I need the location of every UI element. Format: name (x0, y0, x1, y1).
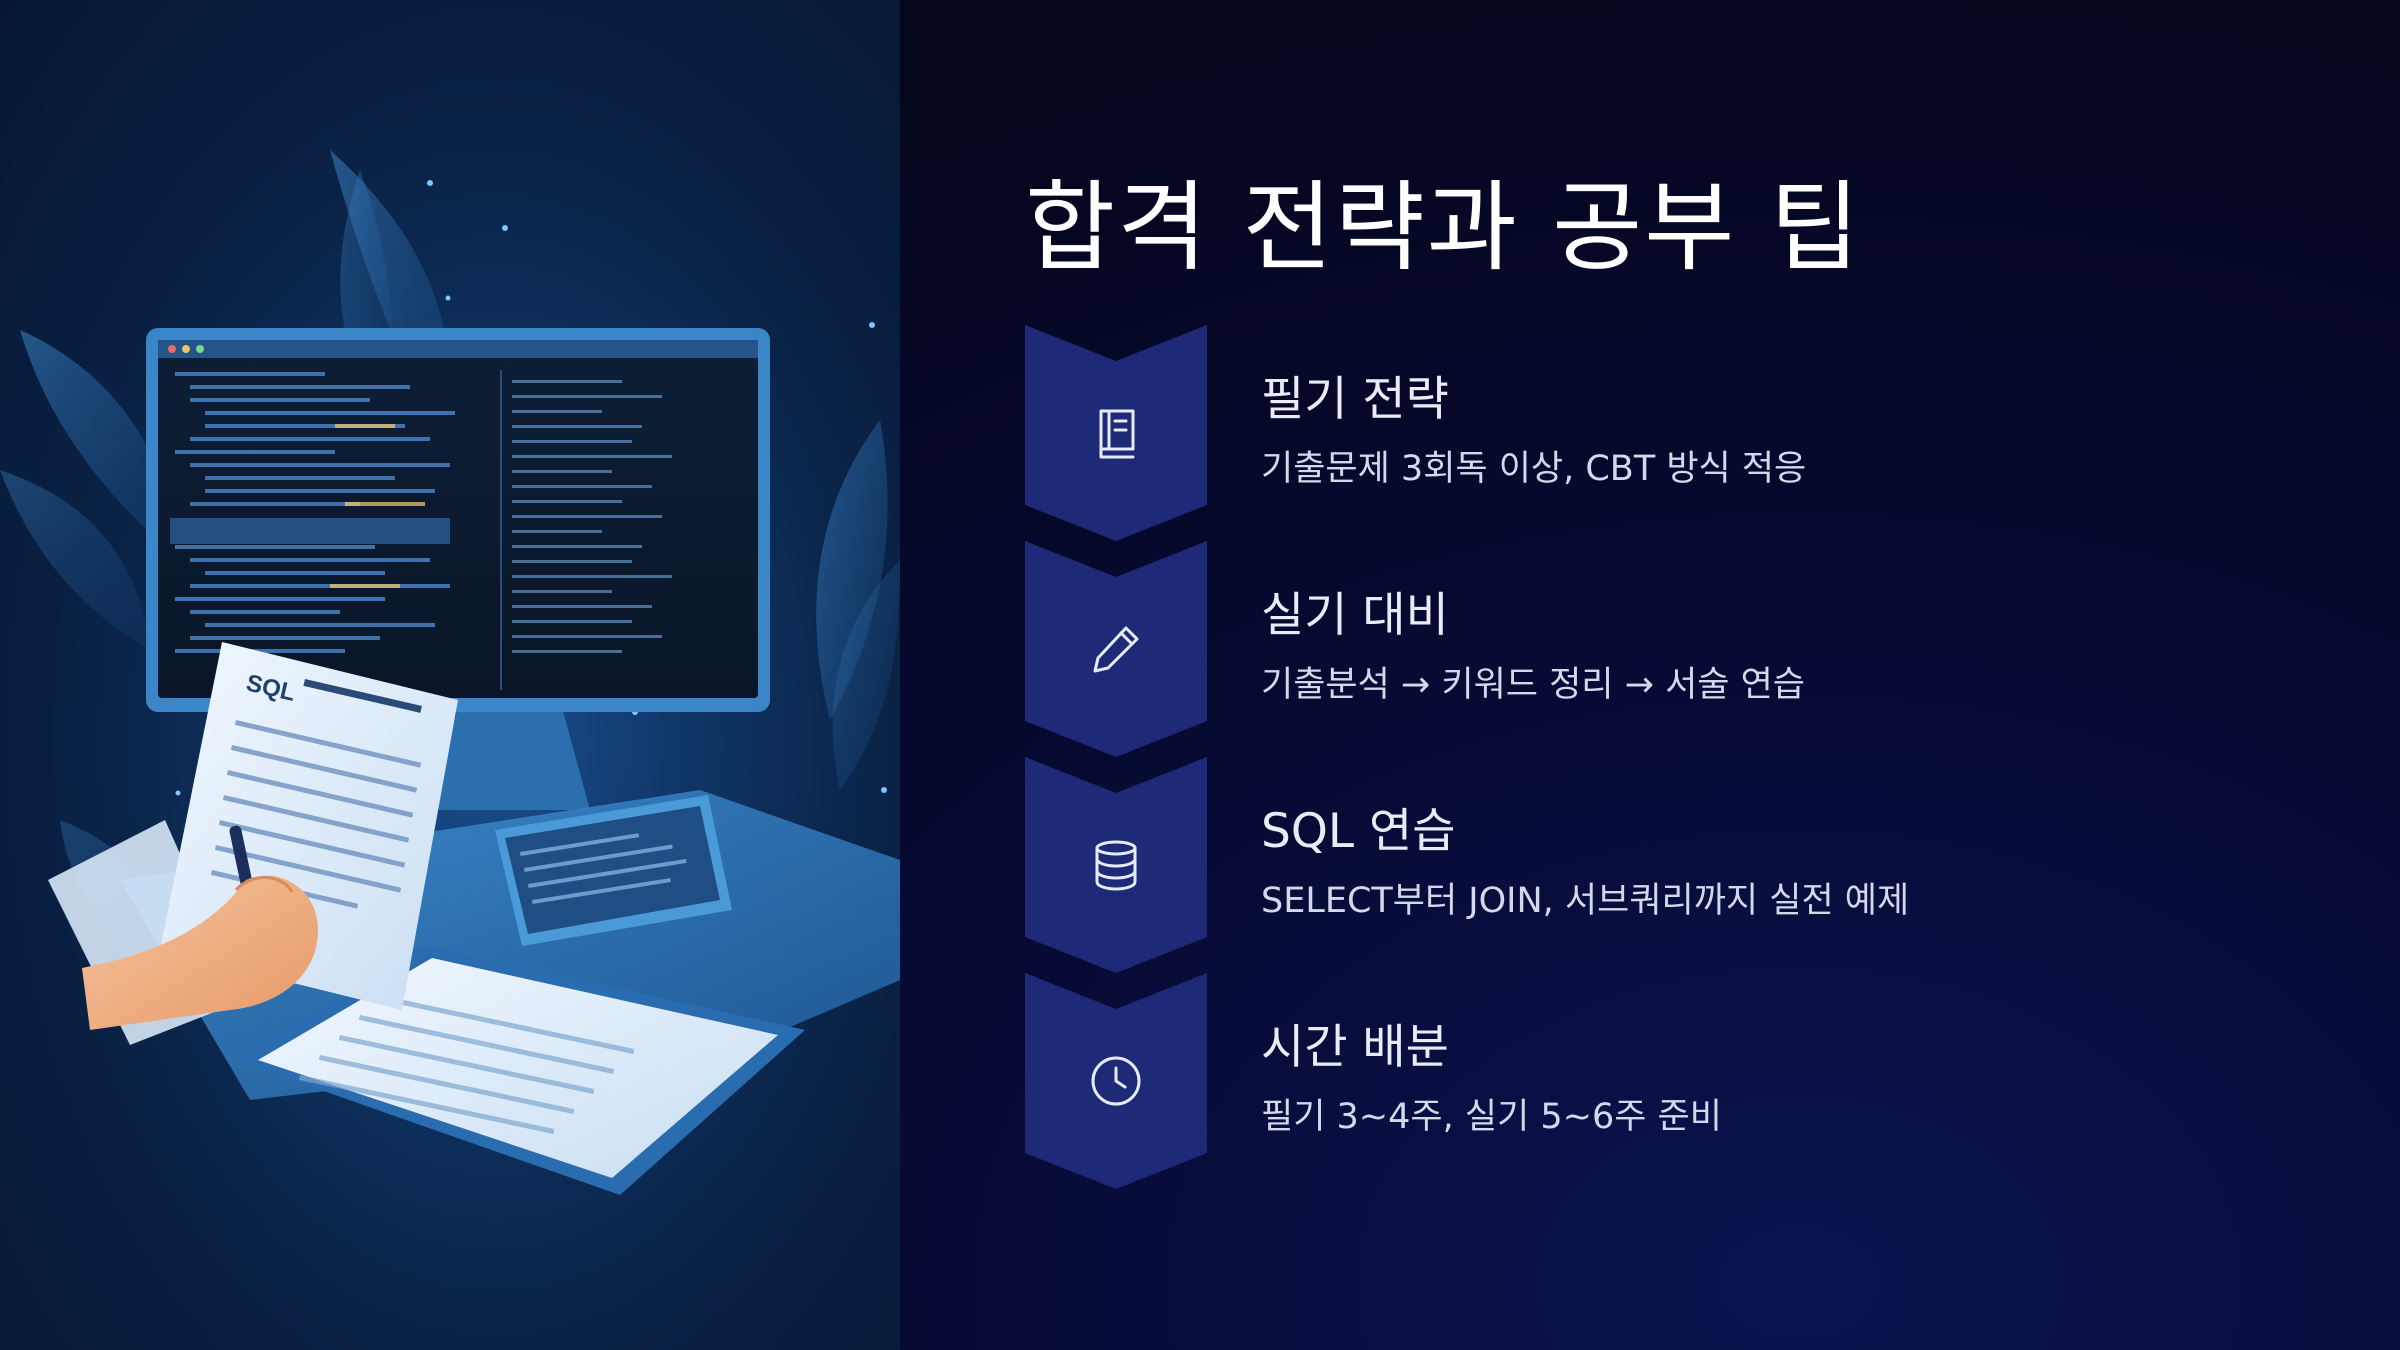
step-written-strategy: 필기 전략 기출문제 3회독 이상, CBT 방식 적응 (1025, 325, 2325, 541)
step-title: 시간 배분 (1261, 1020, 1449, 1075)
step-description: SELECT부터 JOIN, 서브쿼리까지 실전 예제 (1261, 881, 1910, 921)
step-title: 필기 전략 (1261, 372, 1449, 427)
step-title: 실기 대비 (1261, 588, 1449, 643)
tablet (495, 795, 732, 946)
step-practical-prep: 실기 대비 기출분석 → 키워드 정리 → 서술 연습 (1025, 541, 2325, 757)
illustration-graphic: SQL (0, 150, 900, 1195)
step-sql-practice: SQL 연습 SELECT부터 JOIN, 서브쿼리까지 실전 예제 (1025, 757, 2325, 973)
step-title: SQL 연습 (1261, 804, 1456, 859)
chevron-marker (1025, 325, 1207, 541)
step-marker (1025, 757, 1207, 973)
pencil-icon (1093, 626, 1139, 673)
document-bottom (235, 945, 805, 1195)
step-marker (1025, 325, 1207, 541)
hand-with-pen (82, 825, 318, 1030)
step-description: 기출문제 3회독 이상, CBT 방식 적응 (1261, 449, 1807, 489)
step-time-allocation: 시간 배분 필기 3~4주, 실기 5~6주 준비 (1025, 973, 2325, 1189)
monitor (146, 328, 770, 810)
database-icon (1095, 840, 1137, 891)
study-illustration: SQL (0, 0, 900, 1350)
clock-icon (1091, 1056, 1141, 1106)
chevron-marker (1025, 541, 1207, 757)
step-marker (1025, 541, 1207, 757)
steps-list: 필기 전략 기출문제 3회독 이상, CBT 방식 적응 실기 대비 기출분석 … (1025, 325, 2325, 1189)
step-description: 필기 3~4주, 실기 5~6주 준비 (1261, 1097, 1722, 1137)
book-icon (1099, 409, 1135, 459)
step-marker (1025, 973, 1207, 1189)
step-description: 기출분석 → 키워드 정리 → 서술 연습 (1261, 665, 1806, 705)
slide-title: 합격 전략과 공부 팁 (1025, 171, 1862, 285)
